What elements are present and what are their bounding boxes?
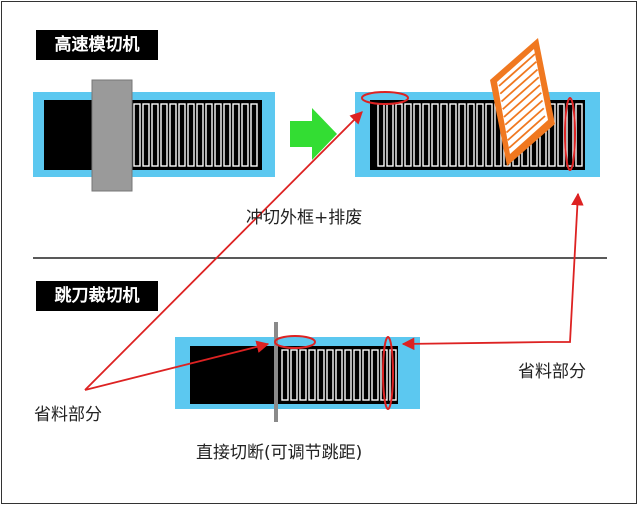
material-stripe [353,349,361,401]
material-stripe [485,103,493,167]
waste-line [508,115,546,149]
material-stripe [214,103,222,167]
strip-after-diecut [355,38,600,177]
saved-area-marker [274,335,316,349]
material-stripe [169,103,177,167]
waste-line [507,107,545,141]
material-stripe [575,103,583,167]
waste-line [499,61,537,95]
material-stripe [151,103,159,167]
material-stripe [160,103,168,167]
material-stripe [281,349,289,401]
material-stripe [142,103,150,167]
material-stripe [250,103,258,167]
material-stripe [344,349,352,401]
waste-line [505,99,544,134]
waste-line [500,68,539,103]
material-stripe [467,103,475,167]
material-stripe [458,103,466,167]
process-arrow-icon [290,108,337,160]
material-stripe [223,103,231,167]
waste-line [504,92,542,126]
title-skip-knife-cutter: 跳刀裁切机 [36,281,158,311]
label-punch-frame-waste: 冲切外框+排废 [246,208,363,228]
label-saved-material-left: 省料部分 [34,405,102,425]
strip-before-diecut [33,79,275,192]
material-stripe [557,103,565,167]
material-stripe [317,349,325,401]
annotation-arrows [84,111,584,391]
material-stripe [308,349,316,401]
material-stripe [205,103,213,167]
material-stripe [362,349,370,401]
saved-area-marker [382,336,394,410]
material-stripe [290,349,298,401]
strip-skip-knife [175,322,420,422]
material-stripe [241,103,249,167]
material-stripe [371,349,379,401]
cut-knife [274,322,278,422]
saved-area-marker [361,91,409,105]
label-saved-material-right: 省料部分 [518,362,586,382]
saved-area-marker [564,97,576,171]
material-stripe [413,103,421,167]
material-stripe [566,103,574,167]
material-stripe [232,103,240,167]
material-stripe [431,103,439,167]
material-stripe [386,103,394,167]
material-stripe [133,103,141,167]
waste-line [498,53,536,87]
material-stripe [335,349,343,401]
material-stripe [395,103,403,167]
material-stripes [133,103,258,167]
material-stripe [196,103,204,167]
material-stripe [299,349,307,401]
waste-line [503,84,541,118]
material-stripe [404,103,412,167]
title-high-speed-die-cutter: 高速模切机 [36,30,158,60]
material-stripe [548,103,556,167]
waste-line [502,76,540,110]
die-block [91,79,133,192]
material-stripe [178,103,186,167]
label-direct-cut: 直接切断(可调节跳距) [196,443,363,463]
material-stripe [377,103,385,167]
waste-frame [490,38,555,166]
material-stripe [326,349,334,401]
material-stripe [440,103,448,167]
material-stripe [449,103,457,167]
material-stripe [187,103,195,167]
material-stripe [422,103,430,167]
material-stripe [476,103,484,167]
